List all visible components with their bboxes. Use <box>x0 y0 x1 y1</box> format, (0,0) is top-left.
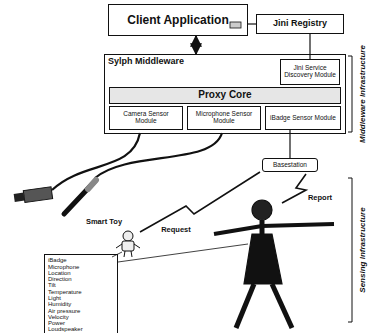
list-item: Microphone <box>48 264 114 270</box>
list-item: Loudspeaker <box>48 326 114 332</box>
module-box: Microphone Sensor Module <box>187 106 261 130</box>
box-text: Microphone Sensor Module <box>191 111 257 125</box>
link-line <box>248 23 256 24</box>
leader-line <box>118 244 248 262</box>
arrow-connector <box>195 36 197 54</box>
layer-label: Sensing Infrastructure <box>359 206 367 293</box>
list-item: Air pressure <box>48 308 114 314</box>
bracket <box>348 56 352 132</box>
module-box: iBadge Sensor Module <box>265 106 341 130</box>
report-signal <box>282 174 306 203</box>
box-text: Proxy Core <box>113 90 337 101</box>
basestation-box: Basestation <box>262 158 318 172</box>
child-figure <box>214 200 334 328</box>
camera-cable <box>52 133 140 190</box>
box-text: Basestation <box>266 162 314 169</box>
middleware-box: Jini Service Discovery ModuleProxy CoreC… <box>104 54 346 134</box>
application-box: Client Application <box>108 4 248 36</box>
box-text: Camera Sensor Module <box>113 111 179 125</box>
list-item: Humidity <box>48 301 114 307</box>
microphone-cable <box>95 133 222 178</box>
link-line <box>309 34 310 59</box>
request-signal <box>140 172 260 232</box>
bracket <box>348 178 352 322</box>
device-label: Smart Toy <box>85 218 123 226</box>
box-text: Jini Service Discovery Module <box>284 65 336 79</box>
link-line <box>289 130 290 158</box>
list-item: Temperature <box>48 289 114 295</box>
module-box: Jini Service Discovery Module <box>280 59 340 85</box>
list-item: Location <box>48 270 114 276</box>
box-text: Client Application <box>112 14 244 27</box>
box-text: Sylph Middleware <box>108 57 342 66</box>
registry-box: Jini Registry <box>256 14 344 34</box>
layer-label: Middleware Infrastructure <box>359 44 367 144</box>
box-text: iBadge Sensor Module <box>269 115 337 122</box>
list-item: Power <box>48 320 114 326</box>
signal-label: Request <box>160 226 192 234</box>
camera-icon <box>13 187 52 204</box>
list-item: Direction <box>48 276 114 282</box>
list-item: Light <box>48 295 114 301</box>
list-item: iBadge <box>48 257 114 263</box>
core-bar: Proxy Core <box>109 87 341 104</box>
box-text: Jini Registry <box>260 19 340 28</box>
list-item: Velocity <box>48 314 114 320</box>
sensor-list-box: iBadgeMicrophoneLocationDirectionTiltTem… <box>44 254 118 333</box>
list-item: Tilt <box>48 282 114 288</box>
module-box: Camera Sensor Module <box>109 106 183 130</box>
microphone-icon <box>64 180 96 214</box>
signal-label: Report <box>307 194 333 202</box>
window-widget <box>230 22 241 28</box>
